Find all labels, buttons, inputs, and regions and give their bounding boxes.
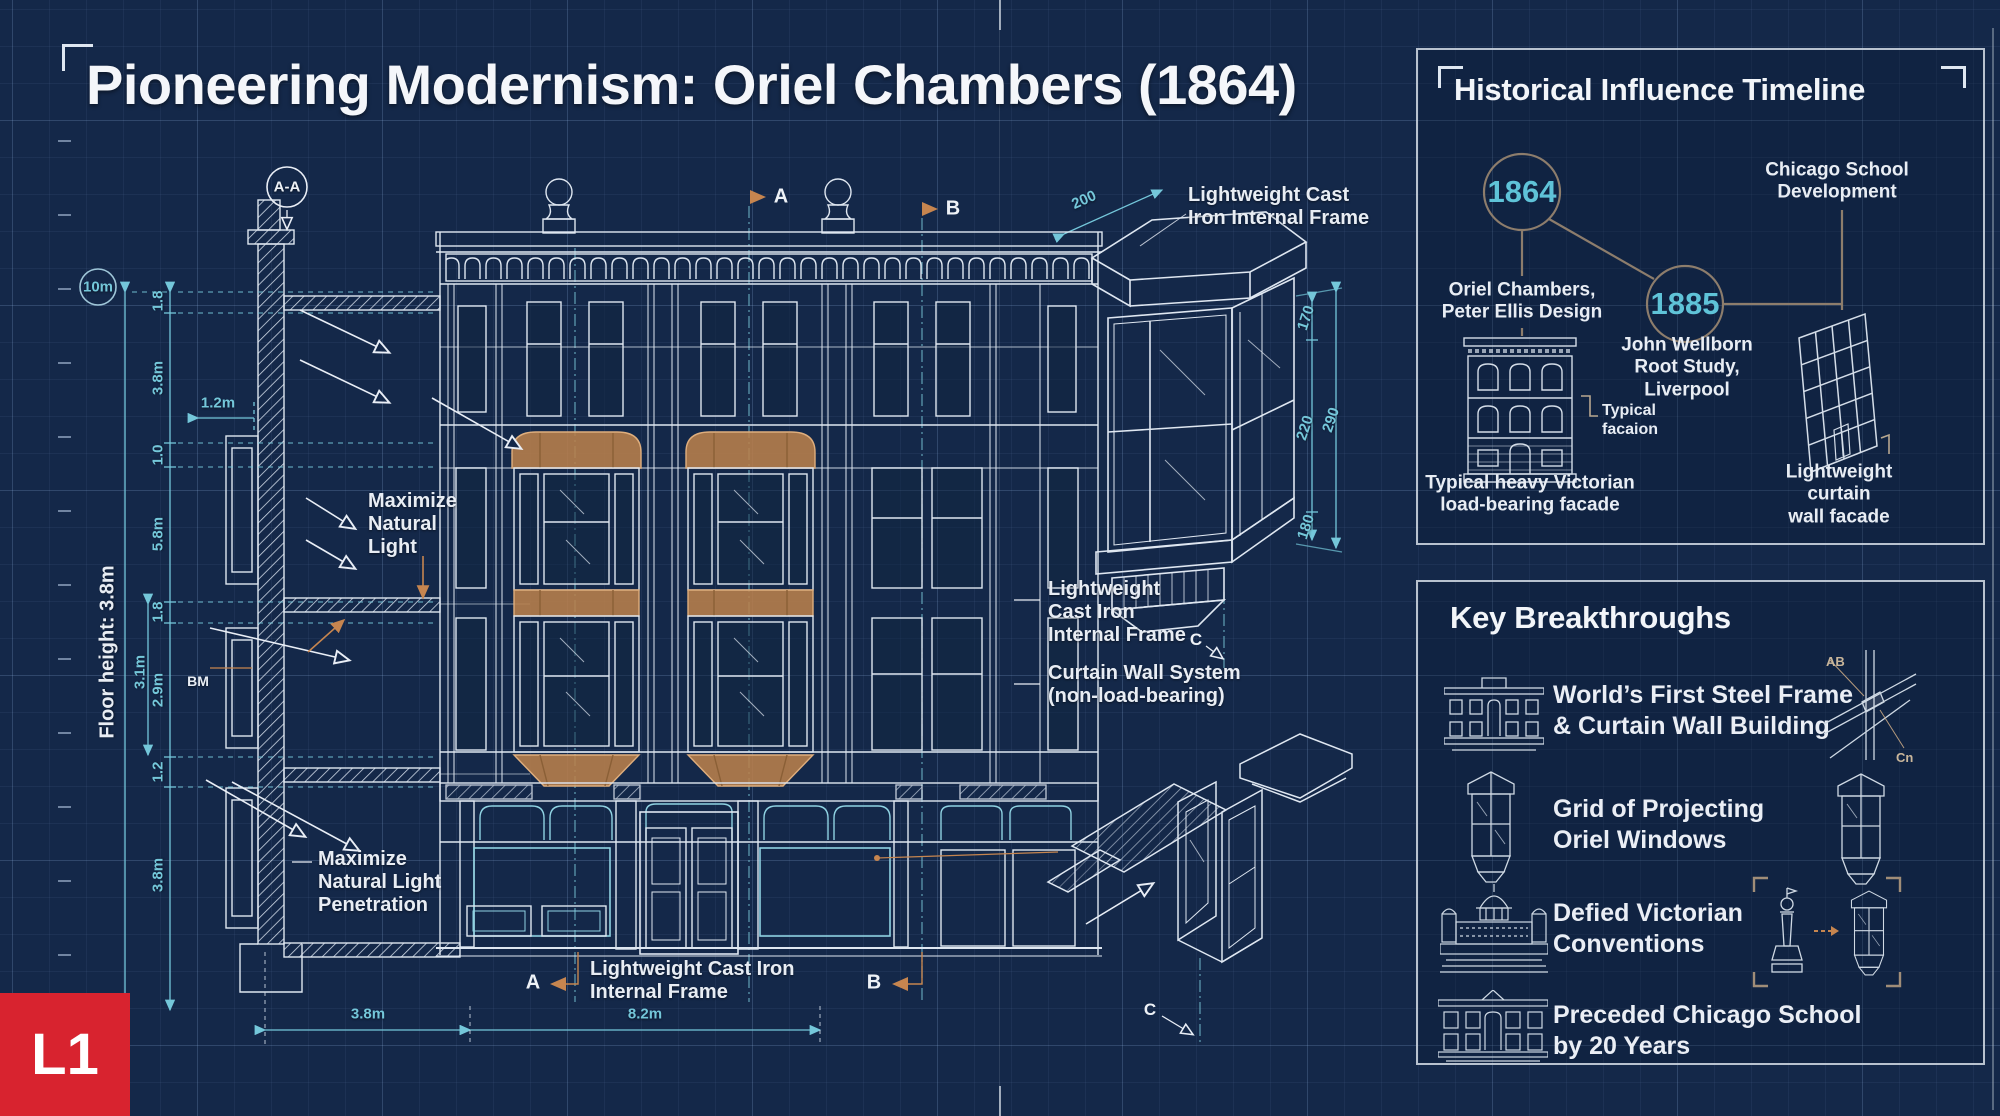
transformation-brackets (1752, 876, 1902, 988)
breakthrough-text-2: Grid of Projecting Oriel Windows (1553, 795, 1765, 854)
timeline-callout-typical-facade: Typical facaion (1602, 402, 1659, 438)
marker-a-top: A (773, 185, 789, 208)
dim-left-7: 1.2 (149, 761, 167, 783)
level-badge: L1 (0, 993, 130, 1116)
annotation-frame-bottom: Lightweight Cast Iron Internal Frame (590, 958, 795, 1004)
page-title: Pioneering Modernism: Oriel Chambers (18… (86, 53, 1297, 116)
blueprint-drawing (79, 166, 1353, 1046)
marker-c-lower: C (1143, 1000, 1157, 1019)
joint-label-cn: Cn (1896, 750, 1914, 765)
curtain-wall-icon (1798, 312, 1878, 474)
victorian-building-icon (1463, 337, 1577, 483)
transformation-arrow-icon (1814, 926, 1839, 936)
breakthroughs-title: Key Breakthroughs (1450, 600, 1731, 635)
annotation-frame-mid: Lightweight Cast Iron Internal Frame (1048, 578, 1186, 647)
panel-corner-tr (1941, 66, 1966, 88)
victorian-civic-building-icon (1440, 884, 1548, 973)
dim-left-8: 3.8m (149, 857, 167, 893)
corner-detail (1046, 733, 1353, 964)
bottom-dim-guides (264, 952, 821, 1046)
annotation-frame-top: Lightweight Cast Iron Internal Frame (1188, 184, 1370, 230)
bay3-windows (455, 467, 1079, 751)
marker-a-bottom: A (525, 971, 541, 994)
dim-offset: 1.2m (200, 394, 236, 412)
storefront (436, 782, 1102, 957)
timeline-title: Historical Influence Timeline (1454, 72, 1866, 107)
timeline-label-chicago-school: Chicago School Development (1765, 159, 1909, 203)
annotation-max-light-penetration: Maximize Natural Light Penetration (318, 848, 442, 917)
dim-left-3: 5.8m (149, 516, 167, 552)
height-ref-label: 10m (82, 278, 114, 296)
bm-label: BM (187, 673, 209, 689)
timeline-panel: Historical Influence Timeline (1416, 48, 1985, 545)
timeline-label-oriel-chambers: Oriel Chambers, Peter Ellis Design (1441, 279, 1603, 323)
top-center-mark (999, 0, 1001, 30)
oriel-window-icon-small (1850, 890, 1888, 976)
light-arrows (205, 213, 1225, 1036)
left-edge-ruler-ticks (58, 140, 71, 1020)
upper-windows (457, 301, 1077, 417)
oriel-window-icon-right (1837, 773, 1885, 885)
oriel-isometric-detail (1090, 211, 1308, 633)
timeline-year-1885: 1885 (1650, 286, 1720, 321)
oriel-window-icon-left (1467, 771, 1515, 883)
chess-piece-icon (1771, 887, 1803, 973)
section-view (225, 199, 530, 993)
annotation-curtain-wall: Curtain Wall System (non-load-bearing) (1048, 662, 1241, 708)
level-badge-label: L1 (31, 1022, 99, 1087)
bottom-center-mark (999, 1086, 1001, 1116)
timeline-caption-curtain: Lightweight curtain wall facade (1785, 461, 1893, 528)
section-ref-label: A-A (273, 178, 301, 196)
title-corner-bracket (62, 44, 93, 71)
steel-joint-detail-icon (1823, 650, 1917, 760)
dimension-lines (119, 189, 1343, 1036)
dim-left-2: 1.0 (149, 444, 167, 466)
dim-left-1: 3.8m (149, 360, 167, 396)
breakthrough-text-4: Preceded Chicago School by 20 Years (1553, 1001, 1862, 1060)
dim-left-6: 2.9m (149, 672, 167, 708)
timeline-caption-victorian: Typical heavy Victorian load-bearing fac… (1425, 472, 1635, 516)
annotation-max-light: Maximize Natural Light (368, 490, 457, 559)
joint-label-ab: AB (1826, 654, 1845, 669)
facade-elevation (435, 178, 1103, 957)
timeline-graphics (1463, 152, 1890, 483)
steel-frame-building-icon (1444, 677, 1544, 751)
chicago-school-building-icon (1438, 990, 1548, 1062)
breakthroughs-panel: Key Breakthroughs World’s First Steel Fr… (1416, 580, 1985, 1065)
floor-height-label: Floor height: 3.8m (96, 565, 119, 739)
dim-left-5: 3.1m (131, 654, 149, 690)
marker-b-top: B (945, 197, 961, 220)
timeline-year-1864: 1864 (1487, 174, 1557, 209)
dim-left-4: 1.8 (149, 601, 167, 623)
finial-left (542, 178, 576, 234)
timeline-label-root-study: John Wellborn Root Study, Liverpool (1621, 334, 1753, 401)
finial-right (821, 178, 855, 234)
marker-b-bottom: B (866, 971, 882, 994)
oriel-bay (511, 431, 642, 787)
center-fold-line (999, 0, 1000, 1116)
right-edge-line (1992, 28, 1994, 1110)
panel-corner-tl (1438, 66, 1463, 88)
dim-left-0: 1.8 (149, 290, 167, 312)
breakthrough-text-1: World’s First Steel Frame & Curtain Wall… (1553, 681, 1854, 740)
orange-arrows (210, 190, 1059, 991)
breakthrough-text-3: Defied Victorian Conventions (1553, 899, 1743, 958)
dim-bottom-left: 3.8m (350, 1005, 386, 1023)
section-ref-circles (79, 166, 308, 306)
dim-bottom-right: 8.2m (627, 1005, 663, 1023)
marker-c-upper: C (1189, 630, 1203, 649)
